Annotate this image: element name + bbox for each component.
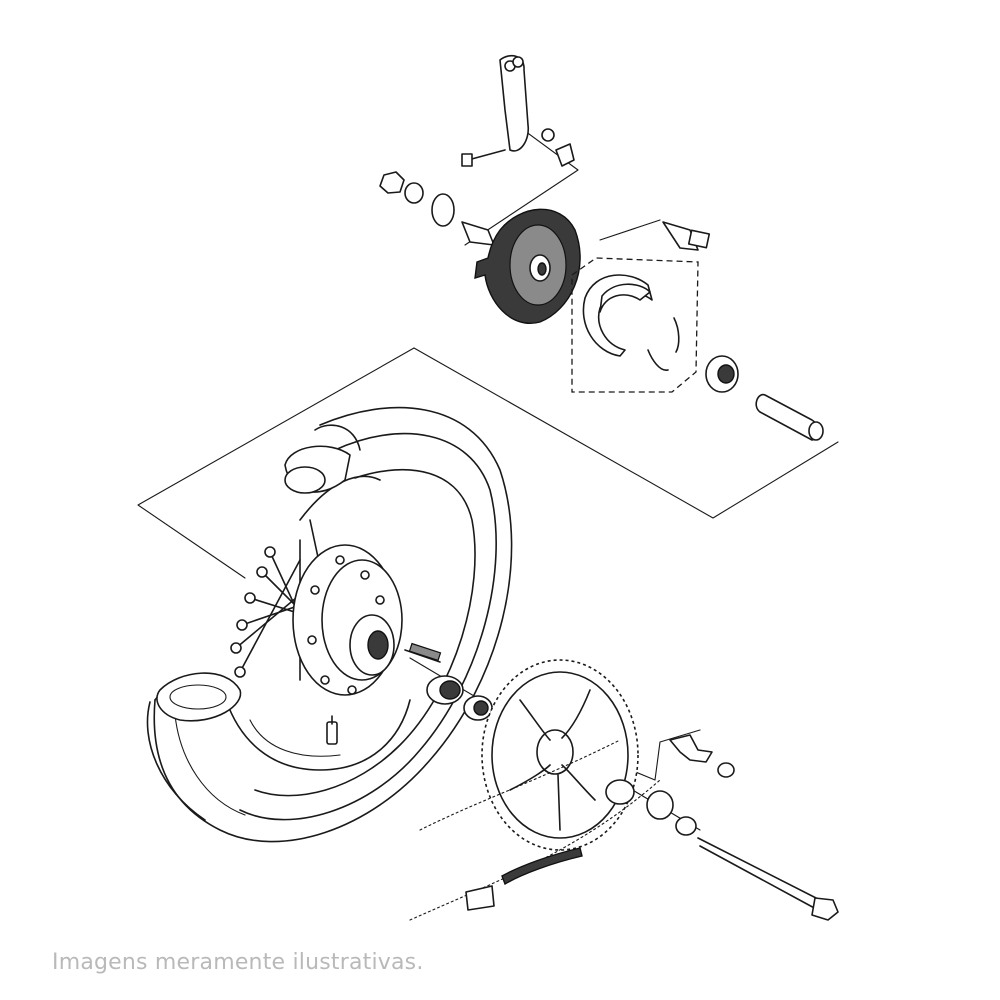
inner-tube [156, 424, 361, 722]
axle-parts [605, 734, 839, 921]
illustration-disclaimer: Imagens meramente ilustrativas. [52, 950, 424, 975]
brake-cam [662, 221, 711, 251]
brake-arm [461, 54, 575, 167]
hub-bearings [404, 642, 493, 721]
sprocket [481, 659, 639, 851]
brake-shoes [571, 257, 699, 393]
axle-spacer [755, 393, 824, 441]
brake-small-parts [379, 171, 495, 246]
brake-panel [474, 208, 581, 325]
wheel-bearing-right [705, 355, 739, 393]
hub [292, 544, 403, 696]
valve-stem [326, 715, 338, 745]
chain [409, 739, 661, 921]
